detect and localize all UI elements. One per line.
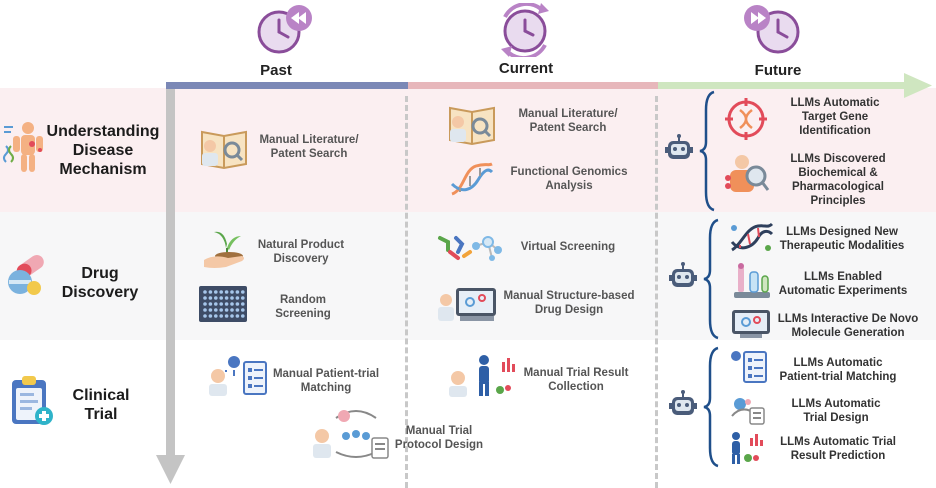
molecule-generation-icon xyxy=(732,310,770,338)
future-target-gene-identification: LLMs Automatic Target Gene Identificatio… xyxy=(790,97,880,137)
robot-icon xyxy=(665,134,693,159)
band-clinical-trial xyxy=(0,340,936,488)
hand-plant-icon xyxy=(204,231,244,268)
vertical-arrowhead xyxy=(156,455,185,484)
human-body-icon xyxy=(3,122,43,172)
computer-design-icon xyxy=(438,288,496,321)
divider-past-current xyxy=(405,96,408,488)
divider-current-future xyxy=(655,96,658,488)
clinical-clipboard-icon xyxy=(12,376,53,425)
target-gene-icon xyxy=(725,98,767,140)
biochemical-analysis-icon xyxy=(725,155,770,192)
current-functional-genomics: Functional Genomics Analysis xyxy=(510,166,628,192)
pills-icon xyxy=(8,255,44,295)
future-therapeutic-modalities: LLMs Designed New Therapeutic Modalities xyxy=(779,226,905,252)
cycle-clock-icon xyxy=(501,3,549,57)
brace-disease xyxy=(699,90,715,212)
row-label-drug-discovery: Drug Discovery xyxy=(61,265,139,301)
future-trial-design: LLMs Automatic Trial Design xyxy=(791,398,881,424)
future-patient-trial-matching: LLMs Automatic Patient-trial Matching xyxy=(779,357,897,383)
future-automatic-experiments: LLMs Enabled Automatic Experiments xyxy=(778,271,908,297)
robot-icon xyxy=(669,390,697,415)
current-timeline-bar xyxy=(408,82,658,89)
lab-experiment-icon xyxy=(734,263,770,298)
era-label-future: Future xyxy=(754,62,802,79)
patient-trial-matching-icon xyxy=(209,356,267,396)
row-label-clinical-trial: Clinical Trial xyxy=(72,387,130,423)
current-structure-based-design: Manual Structure-based Drug Design xyxy=(503,290,635,316)
current-literature-search: Manual Literature/ Patent Search xyxy=(518,108,618,134)
current-trial-result-collection: Manual Trial Result Collection xyxy=(523,367,629,393)
current-virtual-screening: Virtual Screening xyxy=(520,241,616,253)
trial-design-icon xyxy=(731,398,765,425)
past-trial-protocol-design: Manual Trial Protocol Design xyxy=(394,425,484,451)
vertical-axis-bar xyxy=(166,89,175,457)
dna-helix-icon xyxy=(450,162,494,196)
book-doctor-icon xyxy=(201,130,247,170)
future-trial-result-prediction: LLMs Automatic Trial Result Prediction xyxy=(780,436,896,462)
book-doctor-icon xyxy=(449,106,495,146)
rewind-clock-icon xyxy=(257,5,312,54)
trial-prediction-icon xyxy=(732,432,763,464)
band-disease-mechanism xyxy=(0,88,936,212)
therapeutic-modalities-icon xyxy=(730,222,774,252)
future-discovered-principles: LLMs Discovered Biochemical & Pharmacolo… xyxy=(790,153,886,207)
past-natural-product-discovery: Natural Product Discovery xyxy=(257,239,345,265)
trial-protocol-design-icon xyxy=(313,410,389,459)
era-label-past: Past xyxy=(260,62,292,79)
molecule-screening-icon xyxy=(438,236,502,261)
trial-result-collection-icon xyxy=(449,355,515,397)
robot-icon xyxy=(669,262,697,287)
brace-clinical xyxy=(703,346,719,468)
brace-drug xyxy=(703,218,719,340)
future-de-novo-molecule-generation: LLMs Interactive De Novo Molecule Genera… xyxy=(777,313,919,339)
past-literature-search: Manual Literature/ Patent Search xyxy=(259,134,359,160)
future-arrowhead xyxy=(904,73,932,98)
patient-matching-icon xyxy=(731,351,767,383)
future-timeline-bar xyxy=(658,82,908,89)
well-plate-icon xyxy=(199,286,247,322)
past-random-screening: Random Screening xyxy=(275,294,331,320)
past-timeline-bar xyxy=(166,82,408,89)
fast-forward-clock-icon xyxy=(744,5,800,54)
row-label-disease-mechanism: Understanding Disease Mechanism xyxy=(46,123,160,178)
past-patient-trial-matching: Manual Patient-trial Matching xyxy=(272,368,380,394)
era-label-current: Current xyxy=(498,60,554,77)
